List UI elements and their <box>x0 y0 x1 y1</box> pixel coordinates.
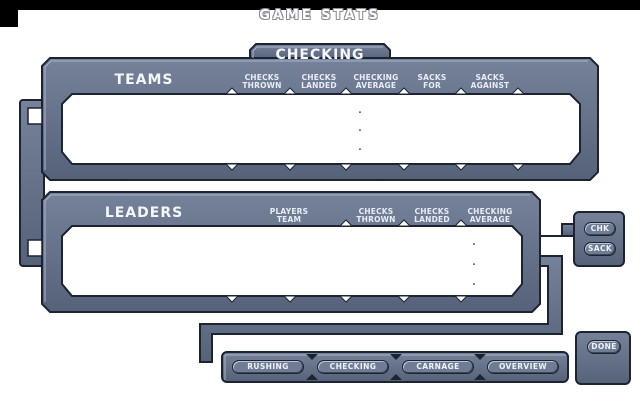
tab-overview[interactable]: OVERVIEW <box>487 360 559 374</box>
chk-button[interactable]: CHK <box>584 222 616 236</box>
teams-col-sacks-for: SACKS FOR <box>417 73 447 90</box>
section-title: CHECKING <box>275 47 365 63</box>
sack-button[interactable]: SACK <box>584 242 616 256</box>
teams-col-sacks-against: SACKS AGAINST <box>470 73 510 90</box>
leaders-average-dot-3: . <box>472 278 476 288</box>
page-title: GAME STATS <box>259 8 381 23</box>
teams-col-checks-landed: CHECKS LANDED <box>301 73 337 90</box>
leaders-title: LEADERS <box>104 205 184 221</box>
leaders-col-checking-average: CHECKING AVERAGE <box>467 207 513 224</box>
leaders-col-checks-thrown: CHECKS THROWN <box>356 207 396 224</box>
left-rail <box>19 99 45 267</box>
done-button[interactable]: DONE <box>587 340 621 354</box>
leaders-col-checks-landed: CHECKS LANDED <box>414 207 450 224</box>
tab-checking[interactable]: CHECKING <box>317 360 389 374</box>
teams-average-dot-3: . <box>358 143 362 153</box>
teams-col-checks-thrown: CHECKS THROWN <box>242 73 282 90</box>
leaders-inner <box>61 225 523 297</box>
leaders-average-dot-2: . <box>472 258 476 268</box>
side-box-shape <box>573 211 625 267</box>
corner-block <box>0 10 18 27</box>
teams-title: TEAMS <box>114 72 174 88</box>
leaders-col-players-team: PLAYERS TEAM <box>269 207 309 224</box>
lower-connector <box>199 255 563 363</box>
leaders-average-dot-1: . <box>472 238 476 248</box>
top-bar <box>0 0 640 10</box>
tab-carnage[interactable]: CARNAGE <box>402 360 474 374</box>
teams-col-checking-average: CHECKING AVERAGE <box>353 73 399 90</box>
tab-bar-shape <box>221 351 569 383</box>
teams-inner <box>61 93 581 165</box>
teams-average-dot-1: . <box>358 106 362 116</box>
teams-average-dot-2: . <box>358 124 362 134</box>
tab-rushing[interactable]: RUSHING <box>232 360 304 374</box>
